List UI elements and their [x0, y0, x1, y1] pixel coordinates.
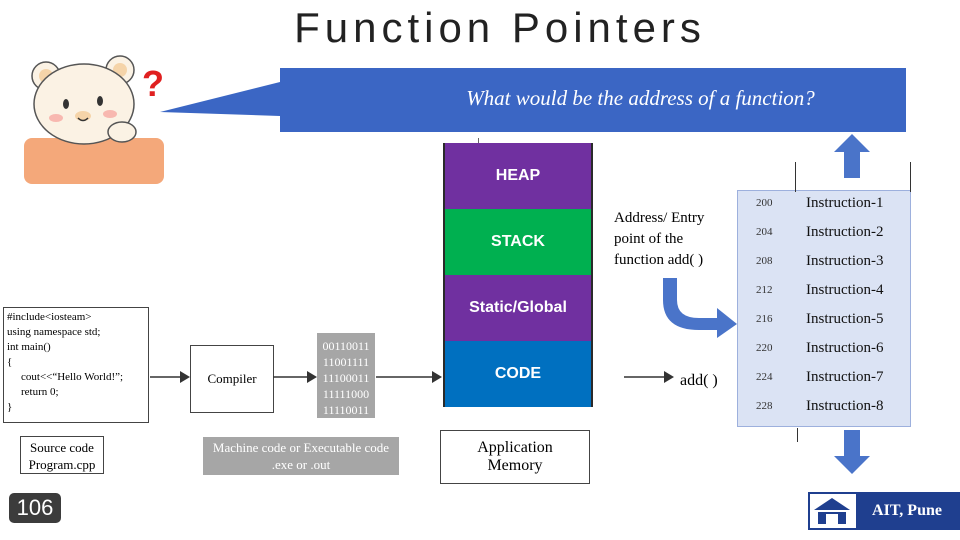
address-value: 224	[756, 371, 773, 383]
instruction-row: 200 Instruction-1	[738, 191, 912, 220]
source-code-box: #include<iosteam> using namespace std; i…	[3, 307, 149, 423]
table-guide-line	[797, 428, 798, 442]
instruction-row: 228 Instruction-8	[738, 394, 912, 423]
address-value: 216	[756, 313, 773, 325]
teddy-bear-illustration: ?	[24, 55, 164, 184]
code-line: return 0;	[21, 386, 59, 398]
address-value: 200	[756, 197, 773, 209]
instruction-label: Instruction-7	[806, 369, 884, 385]
logo-text: AIT, Pune	[872, 502, 942, 519]
entry-point-label: Address/ Entry point of the function add…	[614, 210, 705, 268]
compiler-label: Compiler	[207, 371, 257, 386]
question-banner: What would be the address of a function?	[280, 68, 906, 132]
code-line: int main()	[7, 341, 51, 353]
application-memory-caption-text: Application Memory	[477, 439, 553, 474]
arrow-to-memory	[376, 371, 442, 383]
add-function-label: add( )	[680, 372, 718, 389]
instruction-label: Instruction-6	[806, 340, 884, 356]
arrow-to-binary	[273, 371, 317, 383]
college-emblem-icon	[814, 498, 850, 524]
instruction-label: Instruction-4	[806, 282, 884, 298]
slide-number: 106	[9, 493, 61, 523]
code-line: using namespace std;	[7, 326, 101, 338]
source-code-caption-line2: Program.cpp	[28, 457, 96, 472]
address-value: 204	[756, 226, 773, 238]
memory-segment-stack: STACK	[443, 209, 593, 275]
arrow-down-icon	[834, 430, 870, 474]
code-line: {	[7, 356, 13, 368]
question-text: What would be the address of a function?	[466, 86, 815, 110]
instruction-label: Instruction-3	[806, 253, 884, 269]
instruction-row: 208 Instruction-3	[738, 249, 912, 278]
application-memory: HEAP STACK Static/Global CODE	[443, 143, 593, 407]
binary-line: 11100011	[322, 371, 370, 385]
slide-title: Function Pointers	[294, 4, 706, 51]
logo-band: AIT, Pune	[856, 494, 958, 528]
arrow-to-add	[624, 371, 674, 383]
entry-point-arrow	[663, 278, 737, 338]
source-code-caption: Source code Program.cpp	[20, 436, 104, 474]
instruction-label: Instruction-1	[806, 195, 884, 211]
memory-segment-static-global: Static/Global	[443, 275, 593, 341]
machine-code-caption-line2: .exe or .out	[271, 457, 331, 472]
table-guide-line	[795, 162, 796, 192]
binary-line: 11110011	[322, 403, 370, 417]
compiler-box: Compiler	[190, 345, 274, 413]
code-line: }	[7, 401, 13, 413]
machine-code-caption-line1: Machine code or Executable code	[212, 440, 390, 455]
instruction-row: 224 Instruction-7	[738, 365, 912, 394]
machine-code-caption: Machine code or Executable code .exe or …	[203, 437, 399, 475]
address-value: 208	[756, 255, 773, 267]
instruction-label: Instruction-2	[806, 224, 884, 240]
arrow-up-icon	[834, 134, 870, 178]
instruction-label: Instruction-8	[806, 398, 884, 414]
binary-line: 11111000	[322, 387, 370, 401]
ait-logo: AIT, Pune	[808, 492, 960, 530]
address-value: 228	[756, 400, 773, 412]
table-guide-line	[910, 162, 911, 192]
memory-segment-code: CODE	[443, 341, 593, 407]
instruction-label: Instruction-5	[806, 311, 884, 327]
memory-segment-heap: HEAP	[443, 143, 593, 209]
callout-pointer	[160, 82, 280, 116]
code-line: #include<iosteam>	[7, 311, 92, 323]
instruction-row: 204 Instruction-2	[738, 220, 912, 249]
instruction-row: 220 Instruction-6	[738, 336, 912, 365]
svg-text:?: ?	[142, 63, 164, 104]
instruction-row: 216 Instruction-5	[738, 307, 912, 336]
address-value: 212	[756, 284, 773, 296]
binary-line: 11001111	[322, 355, 370, 369]
binary-code-box: 00110011 11001111 11100011 11111000 1111…	[317, 333, 375, 418]
code-line: cout<<“Hello World!”;	[21, 371, 124, 383]
application-memory-caption: Application Memory	[440, 430, 590, 484]
address-value: 220	[756, 342, 773, 354]
instruction-row: 212 Instruction-4	[738, 278, 912, 307]
binary-line: 00110011	[322, 339, 370, 353]
arrow-to-compiler	[150, 371, 190, 383]
source-code-caption-line1: Source code	[30, 440, 94, 455]
